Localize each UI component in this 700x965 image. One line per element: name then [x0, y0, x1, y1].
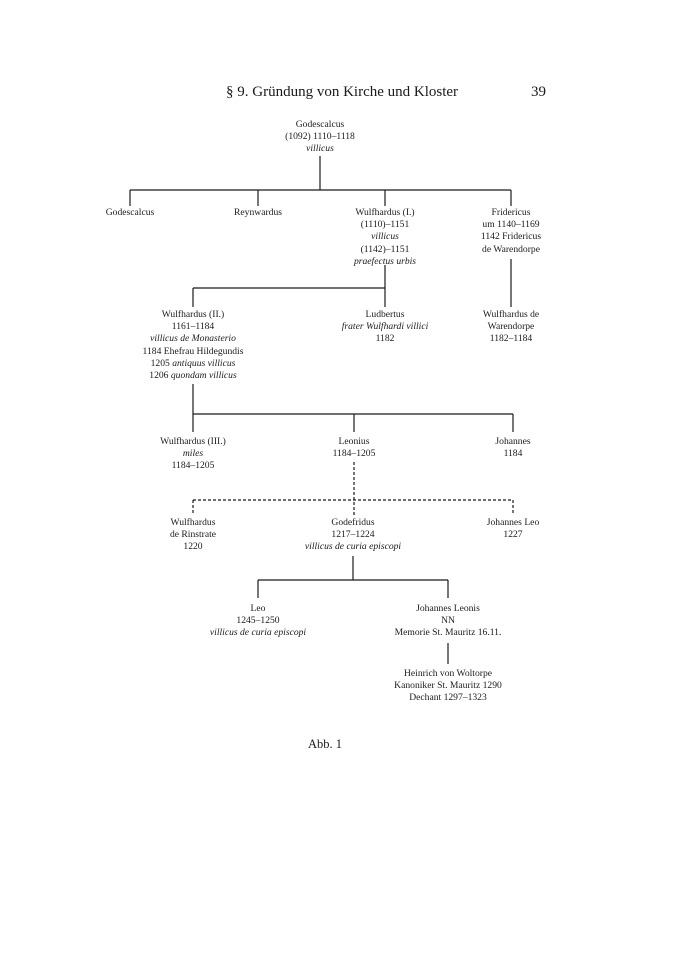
person-name: Wulfhardus (I.): [355, 207, 415, 218]
person-wulfhardus-ii: Wulfhardus (II.) 1161–1184 villicus de M…: [143, 309, 244, 382]
person-detail: praefectus urbis: [353, 255, 417, 267]
person-reynwardus: Reynwardus: [234, 207, 282, 219]
person-detail: de Warendorpe: [482, 243, 540, 255]
person-name: Heinrich von Woltorpe: [403, 668, 493, 679]
person-detail: 1184–1205: [332, 448, 376, 460]
person-wulfhardus-iii: Wulfhardus (III.) miles 1184–1205: [160, 436, 226, 473]
person-detail: 1142 Fridericus: [480, 231, 542, 243]
person-detail: 1184 Ehefrau Hildegundis: [142, 345, 244, 357]
person-detail: Kanoniker St. Mauritz 1290: [394, 680, 502, 692]
person-name: Ludbertus: [365, 309, 405, 320]
person-name: Godescalcus: [105, 207, 155, 218]
person-name: Wulfhardus de: [482, 309, 540, 320]
person-detail: 1220: [183, 541, 203, 553]
person-name: Leo: [250, 603, 266, 614]
person-detail: (1142)–1151: [360, 243, 410, 255]
person-detail: 1205 antiquus villicus: [150, 357, 236, 369]
person-name: Wulfhardus (III.): [160, 436, 226, 447]
person-detail: (1110)–1151: [360, 219, 410, 231]
person-godescalcus: Godescalcus: [106, 207, 154, 219]
person-detail: villicus: [371, 231, 399, 243]
person-name: Wulfhardus: [170, 517, 216, 528]
person-detail: 1206 quondam villicus: [149, 370, 237, 382]
section-title: § 9. Gründung von Kirche und Kloster: [226, 84, 459, 100]
person-godescalcus-root: Godescalcus (1092) 1110–1118 villicus: [285, 119, 355, 156]
person-detail: 1184–1205: [171, 460, 215, 472]
person-godefridus: Godefridus 1217–1224 villicus de curia e…: [305, 517, 401, 554]
person-detail: 1161–1184: [171, 321, 215, 333]
person-name: Godefridus: [331, 517, 375, 528]
person-detail: 1227: [503, 529, 523, 541]
person-detail: villicus de Monasterio: [150, 333, 236, 345]
person-detail: 1182: [375, 333, 395, 345]
person-detail: 1217–1224: [331, 529, 375, 541]
person-detail: frater Wulfhardi villici: [341, 321, 429, 333]
figure-caption: Abb. 1: [307, 737, 343, 751]
person-name: Johannes: [495, 436, 531, 447]
person-wulfhardus-i: Wulfhardus (I.) (1110)–1151 villicus (11…: [354, 207, 416, 268]
person-name: Wulfhardus (II.): [161, 309, 225, 320]
person-detail: Memorie St. Mauritz 16.11.: [394, 627, 502, 639]
person-detail: villicus: [306, 143, 334, 155]
person-name: Johannes Leo: [486, 517, 540, 528]
person-fridericus: Fridericus um 1140–1169 1142 Fridericus …: [481, 207, 541, 256]
person-wulfhardus-de-warendorpe: Wulfhardus de Warendorpe 1182–1184: [483, 309, 539, 346]
person-ludbertus: Ludbertus frater Wulfhardi villici 1182: [342, 309, 429, 346]
person-detail: NN: [441, 615, 455, 627]
person-detail: (1092) 1110–1118: [285, 131, 355, 143]
person-detail: 1245–1250: [236, 615, 280, 627]
page-number: 39: [531, 84, 546, 100]
person-johannes: Johannes 1184: [495, 436, 530, 460]
person-johannes-leo: Johannes Leo 1227: [487, 517, 540, 541]
person-detail: um 1140–1169: [482, 219, 540, 231]
person-johannes-leonis: Johannes Leonis NN Memorie St. Mauritz 1…: [395, 603, 502, 640]
person-leo: Leo 1245–1250 villicus de curia episcopi: [210, 603, 306, 640]
person-detail: Warendorpe: [487, 321, 535, 333]
person-name: Fridericus: [491, 207, 531, 218]
person-detail: 1182–1184: [489, 333, 533, 345]
person-name: Godescalcus: [295, 119, 345, 130]
person-detail: miles: [182, 448, 204, 460]
person-detail: villicus de curia episcopi: [304, 541, 402, 553]
person-name: Johannes Leonis: [416, 603, 480, 614]
person-detail: de Rinstrate: [169, 529, 217, 541]
person-detail: villicus de curia episcopi: [209, 627, 307, 639]
person-leonius: Leonius 1184–1205: [333, 436, 376, 460]
person-heinrich-von-woltorpe: Heinrich von Woltorpe Kanoniker St. Maur…: [394, 668, 502, 705]
person-detail: 1184: [503, 448, 523, 460]
person-name: Reynwardus: [234, 207, 282, 218]
person-detail: Dechant 1297–1323: [409, 692, 487, 704]
person-wulfhardus-de-rinstrate: Wulfhardus de Rinstrate 1220: [170, 517, 216, 554]
person-name: Leonius: [338, 436, 370, 447]
